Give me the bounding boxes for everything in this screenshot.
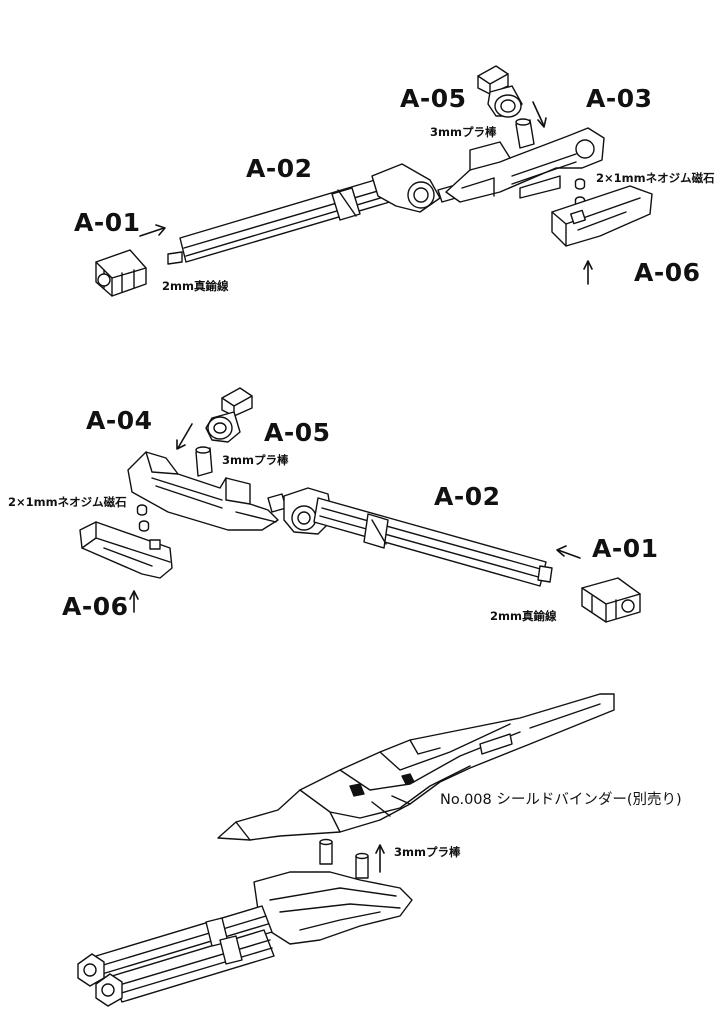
- note-plastic-rod-2: 3mmプラ棒: [222, 453, 289, 467]
- part-a01-cap-2: [581, 577, 641, 623]
- part-plastic-rods-3: [319, 838, 369, 879]
- part-a02-barrel-1: [167, 163, 457, 265]
- note-magnet-2: 2×1mmネオジム磁石: [8, 495, 127, 509]
- note-shield-binder: No.008 シールドバインダー(別売り): [440, 792, 682, 808]
- note-brass-wire-2: 2mm真鍮線: [490, 609, 557, 623]
- label-a04-2: A-04: [86, 406, 153, 435]
- part-a05-cap-1: [477, 65, 523, 118]
- label-a06-1: A-06: [634, 258, 701, 287]
- note-plastic-rod-1: 3mmプラ棒: [430, 125, 497, 139]
- part-plastic-rod-1: [515, 118, 535, 149]
- part-a06-block-1: [551, 185, 653, 247]
- label-a02-2: A-02: [434, 482, 501, 511]
- label-a05-1: A-05: [400, 84, 467, 113]
- diagram3-arrows: [375, 844, 385, 873]
- note-plastic-rod-3: 3mmプラ棒: [394, 845, 461, 859]
- diagram1-arrows: [139, 101, 593, 285]
- label-a01-2: A-01: [592, 534, 659, 563]
- label-a06-2: A-06: [62, 592, 129, 621]
- label-a05-2: A-05: [264, 418, 331, 447]
- part-a02-barrel-2: [267, 487, 553, 587]
- part-plastic-rod-2: [195, 446, 213, 477]
- label-a02-1: A-02: [246, 154, 313, 183]
- label-a01-1: A-01: [74, 208, 141, 237]
- diagram2-arrows: [129, 423, 581, 613]
- part-a01-cap-1: [95, 249, 147, 297]
- label-a03-1: A-03: [586, 84, 653, 113]
- diagram3-parts: [77, 693, 615, 1007]
- note-brass-wire-1: 2mm真鍮線: [162, 279, 229, 293]
- note-magnet-1: 2×1mmネオジム磁石: [596, 171, 715, 185]
- part-assembled-weapon: [77, 871, 413, 1007]
- part-a05-cap-2: [205, 387, 253, 443]
- diagram2-parts: [79, 387, 641, 623]
- part-a06-block-2: [79, 521, 173, 579]
- part-a03-bracket-1: [445, 127, 605, 203]
- diagram1-parts: [95, 65, 653, 297]
- part-a04-bracket-2: [127, 451, 279, 531]
- part-shield-binder: [217, 693, 615, 841]
- part-magnets-2: [136, 504, 150, 532]
